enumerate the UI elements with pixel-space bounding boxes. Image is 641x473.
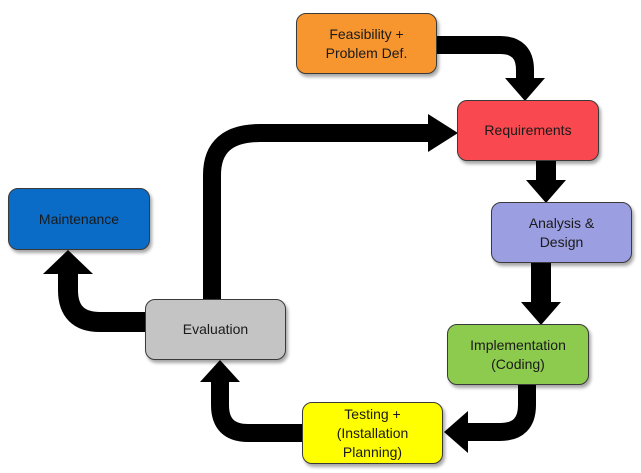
arrow-implementation-to-testing (465, 385, 536, 441)
node-maintenance: Maintenance (8, 188, 150, 250)
node-label: Requirements (484, 122, 572, 138)
arrowhead-implementation-top (521, 302, 561, 325)
arrowhead-testing-right (444, 411, 468, 453)
node-label: Maintenance (38, 210, 120, 227)
arrowhead-analysis-top (526, 180, 566, 203)
node-label: Implementation (Coding) (470, 336, 566, 372)
node-analysis-design: Analysis & Design (491, 202, 632, 263)
arrow-evaluation-to-requirements (203, 124, 432, 300)
arrow-requirements-to-analysis (536, 160, 556, 182)
node-evaluation: Evaluation (145, 299, 286, 360)
arrowhead-maintenance-bottom (43, 250, 93, 274)
arrow-analysis-to-implementation (531, 262, 551, 304)
arrow-testing-to-evaluation (211, 380, 305, 442)
node-testing: Testing + (Installation Planning) (302, 402, 443, 464)
arrowhead-requirements-left (428, 114, 458, 152)
node-label: Feasibility + Problem Def. (325, 25, 408, 61)
arrowhead-requirements-top (505, 78, 545, 101)
node-feasibility: Feasibility + Problem Def. (296, 13, 437, 74)
node-label: Analysis & Design (528, 214, 595, 250)
node-label: Testing + (Installation Planning) (336, 405, 409, 460)
node-label: Evaluation (182, 321, 249, 337)
node-requirements: Requirements (457, 100, 599, 161)
arrow-feasibility-to-requirements (436, 36, 534, 80)
arrow-evaluation-to-maintenance (58, 270, 148, 332)
node-implementation: Implementation (Coding) (447, 324, 589, 385)
arrowhead-evaluation-bottom (200, 360, 240, 382)
